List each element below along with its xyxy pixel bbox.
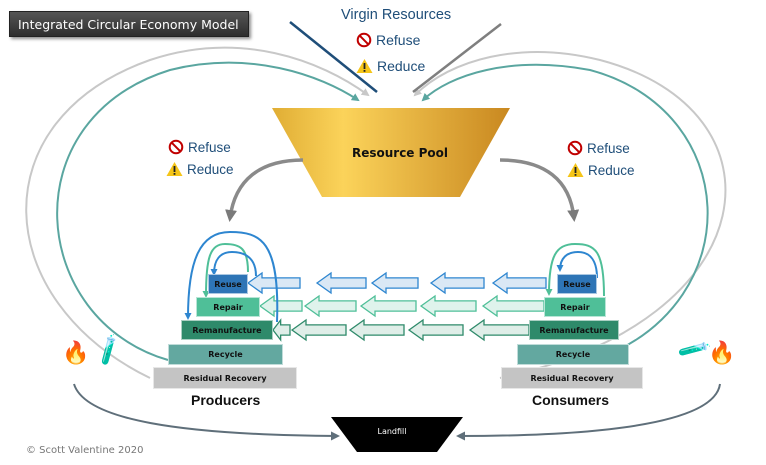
warning-icon (567, 163, 584, 177)
resource-pool-label: Resource Pool (351, 146, 449, 160)
producer-residual-recovery: Residual Recovery (153, 367, 297, 389)
producer-repair: Repair (196, 297, 260, 317)
prohibited-icon (168, 139, 184, 155)
left-refuse-label: Refuse (188, 140, 231, 155)
repair-flow-arrow (303, 294, 357, 318)
diagram-title: Integrated Circular Economy Model (9, 11, 249, 37)
prohibited-icon (356, 32, 372, 48)
remanufacture-flow-arrow (272, 318, 291, 342)
producer-remanufacture: Remanufacture (181, 320, 273, 340)
consumer-repair: Repair (544, 297, 606, 317)
resource-pool (272, 108, 510, 197)
warning-icon (356, 59, 373, 73)
producers-to-landfill-arrow (73, 383, 340, 441)
right-refuse: Refuse (567, 140, 630, 156)
consumer-loop-reuse (556, 250, 598, 279)
producer-loop-remanufacture (184, 230, 279, 323)
producer-loop-reuse (210, 250, 257, 277)
remanufacture-flow-arrow (290, 318, 347, 342)
repair-flow-arrow (419, 294, 477, 318)
reuse-flow-arrow (246, 271, 301, 295)
right-refuse-label: Refuse (587, 141, 630, 156)
right-reduce: Reduce (567, 162, 635, 178)
copyright: © Scott Valentine 2020 (26, 445, 144, 456)
virgin-resources-label: Virgin Resources (341, 7, 452, 23)
consumer-remanufacture: Remanufacture (529, 320, 619, 340)
remanufacture-flow-arrow (348, 318, 405, 342)
flow-arrows (246, 271, 547, 342)
repair-flow-arrow (481, 294, 545, 318)
top-refuse-label: Refuse (376, 32, 421, 48)
reuse-flow-arrow (370, 271, 419, 295)
left-refuse: Refuse (168, 139, 231, 155)
remanufacture-flow-arrow (468, 318, 530, 342)
producer-reuse: Reuse (208, 274, 248, 294)
repair-flow-arrow (258, 294, 303, 318)
reuse-flow-arrow (315, 271, 367, 295)
loop-teal-left (56, 61, 360, 361)
right-reduce-label: Reduce (588, 163, 635, 178)
virgin-line-left (289, 21, 378, 93)
consumer-residual-recovery: Residual Recovery (501, 367, 643, 389)
landfill-label: Landfill (377, 427, 407, 436)
pool-to-consumers-arrow (499, 158, 580, 222)
loop-gray-right (413, 51, 727, 379)
reuse-flow-arrow (429, 271, 485, 295)
producer-recycle: Recycle (168, 344, 283, 365)
landfill-shape (331, 417, 463, 452)
reuse-flow-arrow (491, 271, 547, 295)
left-reduce-label: Reduce (187, 162, 234, 177)
prohibited-icon (567, 140, 583, 156)
remanufacture-flow-arrow (407, 318, 464, 342)
consumers-to-landfill-arrow (456, 383, 721, 441)
fire-icon: 🔥 (708, 341, 736, 366)
repair-flow-arrow (359, 294, 417, 318)
producers-label: Producers (191, 392, 261, 408)
fire-icon: 🔥 (62, 341, 90, 366)
top-reduce-label: Reduce (377, 58, 426, 74)
top-refuse: Refuse (356, 32, 420, 48)
top-reduce: Reduce (356, 58, 425, 74)
warning-icon (166, 162, 183, 176)
consumer-loop-repair (545, 242, 605, 297)
virgin-line-right (412, 23, 502, 93)
consumer-recycle: Recycle (517, 344, 629, 365)
loop-gray-left (25, 46, 370, 379)
left-reduce: Reduce (166, 161, 234, 177)
pool-to-producers-arrow (225, 158, 304, 222)
consumer-reuse: Reuse (557, 274, 597, 294)
consumers-label: Consumers (532, 392, 610, 408)
loop-teal-right (421, 63, 709, 359)
